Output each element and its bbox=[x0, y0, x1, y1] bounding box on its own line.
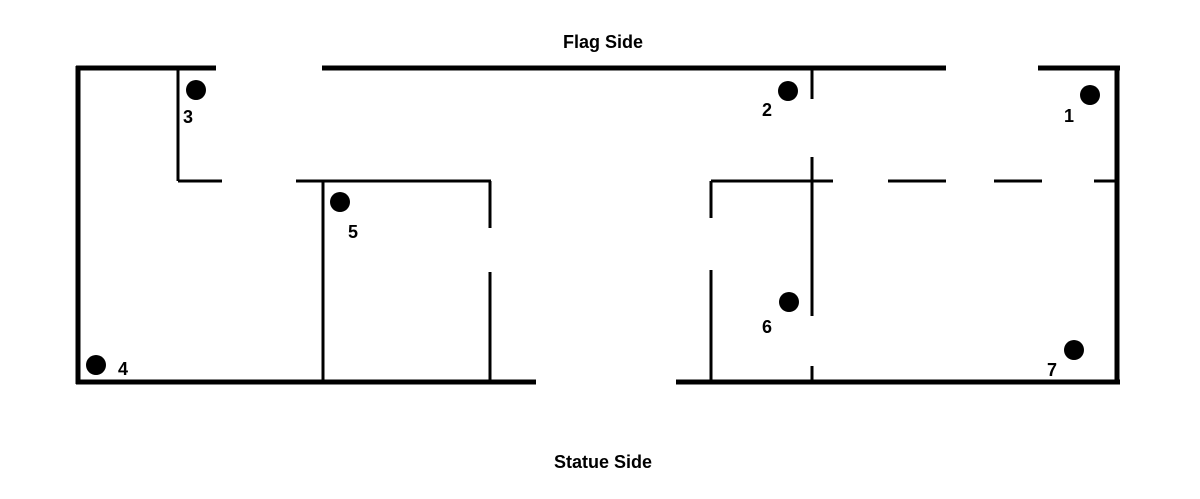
marker-6-label: 6 bbox=[762, 317, 772, 337]
marker-5-dot bbox=[330, 192, 350, 212]
flag-side-label: Flag Side bbox=[563, 32, 643, 52]
marker-5: 5 bbox=[330, 192, 358, 242]
marker-3: 3 bbox=[183, 80, 206, 127]
marker-2: 2 bbox=[762, 81, 798, 120]
interior-walls bbox=[176, 68, 1117, 382]
marker-7-dot bbox=[1064, 340, 1084, 360]
marker-6: 6 bbox=[762, 292, 799, 337]
marker-4: 4 bbox=[86, 355, 128, 379]
marker-2-dot bbox=[778, 81, 798, 101]
marker-3-dot bbox=[186, 80, 206, 100]
statue-side-label: Statue Side bbox=[554, 452, 652, 472]
marker-4-label: 4 bbox=[118, 359, 128, 379]
marker-5-label: 5 bbox=[348, 222, 358, 242]
outer-walls bbox=[75, 65, 1120, 385]
marker-6-dot bbox=[779, 292, 799, 312]
marker-7: 7 bbox=[1047, 340, 1084, 380]
marker-2-label: 2 bbox=[762, 100, 772, 120]
marker-3-label: 3 bbox=[183, 107, 193, 127]
marker-1-label: 1 bbox=[1064, 106, 1074, 126]
marker-1: 1 bbox=[1064, 85, 1100, 126]
marker-7-label: 7 bbox=[1047, 360, 1057, 380]
marker-1-dot bbox=[1080, 85, 1100, 105]
marker-4-dot bbox=[86, 355, 106, 375]
